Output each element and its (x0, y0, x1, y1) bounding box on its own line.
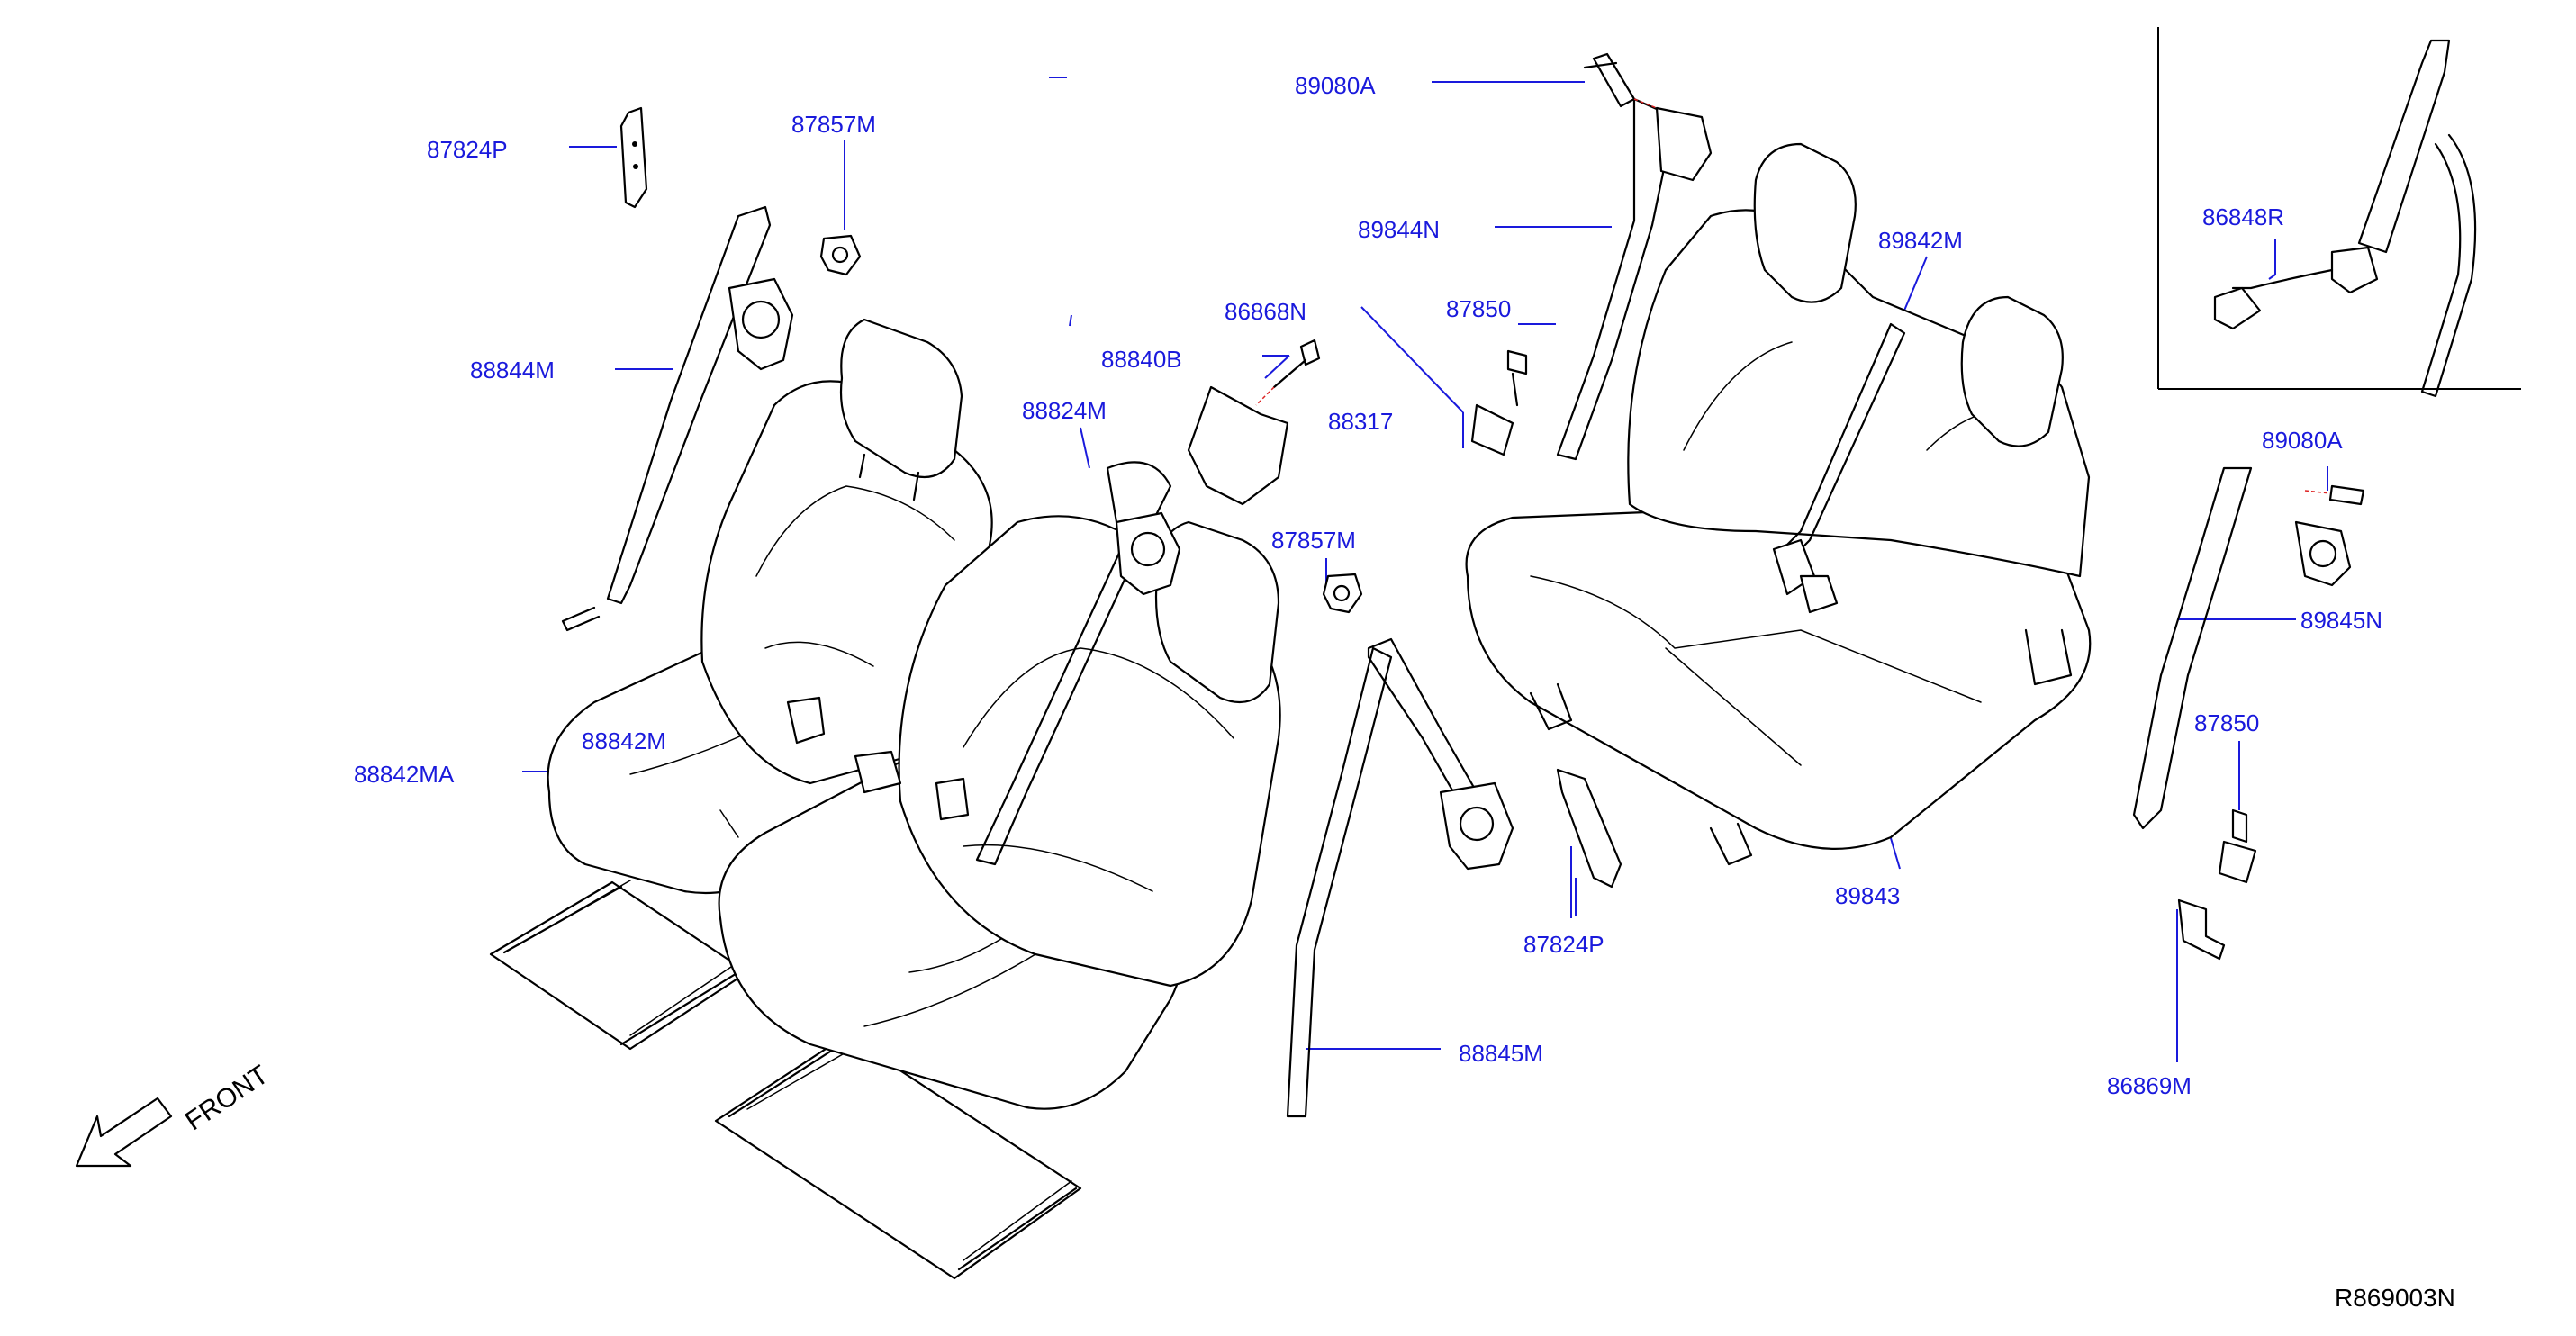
label-87850-right[interactable]: 87850 (2194, 709, 2260, 736)
belt-88845M (1286, 637, 1514, 1118)
rear-bench-seat (1465, 142, 2092, 866)
label-89080A-right[interactable]: 89080A (2262, 427, 2343, 454)
label-87857M-top[interactable]: 87857M (791, 111, 876, 138)
label-89844N[interactable]: 89844N (1358, 216, 1441, 243)
label-88844M[interactable]: 88844M (470, 357, 555, 384)
front-arrow-icon (75, 1097, 173, 1168)
belt-89842M (1772, 322, 1906, 614)
label-86848R[interactable]: 86848R (2202, 203, 2285, 230)
belt-88824M (975, 461, 1181, 866)
part-88842M (786, 696, 970, 821)
belt-88844M (561, 205, 794, 632)
part-87857M-a (819, 234, 862, 276)
label-89842M[interactable]: 89842M (1878, 227, 1963, 254)
label-86868N[interactable]: 86868N (1225, 298, 1307, 325)
label-88840B[interactable]: 88840B (1101, 346, 1182, 373)
label-87824P-top[interactable]: 87824P (427, 136, 508, 163)
front-right-seat (714, 515, 1281, 1280)
belt-89844N (1556, 97, 1713, 461)
belt-89845N (2132, 466, 2352, 830)
label-88845M[interactable]: 88845M (1459, 1040, 1543, 1067)
part-87850-a (1470, 349, 1528, 456)
label-87857M-mid[interactable]: 87857M (1271, 527, 1356, 554)
label-88317[interactable]: 88317 (1328, 408, 1394, 435)
label-88842M[interactable]: 88842M (582, 727, 666, 754)
part-86869M (2177, 898, 2226, 961)
part-87850-b (2218, 808, 2257, 884)
part-87857M-b (1322, 573, 1363, 614)
diagram-reference: R869003N (2335, 1284, 2455, 1312)
part-87824P-b (1556, 768, 1622, 889)
part-88317 (1187, 385, 1289, 506)
label-89080A-top[interactable]: 89080A (1295, 72, 1376, 99)
label-87850-top[interactable]: 87850 (1446, 295, 1512, 322)
label-89845N[interactable]: 89845N (2300, 607, 2383, 634)
label-86869M[interactable]: 86869M (2107, 1072, 2192, 1099)
inset-frame (2157, 27, 2521, 390)
part-87824P-a (619, 106, 648, 209)
part-89080A-a (1583, 52, 1658, 109)
label-88824M[interactable]: 88824M (1022, 397, 1107, 424)
belt-86848R (2213, 39, 2477, 398)
part-89080A-b (2304, 484, 2365, 506)
label-87824P-mid[interactable]: 87824P (1523, 931, 1604, 958)
part-86868N (1255, 339, 1321, 406)
label-89843[interactable]: 89843 (1835, 882, 1901, 909)
label-88842MA[interactable]: 88842MA (354, 761, 455, 788)
